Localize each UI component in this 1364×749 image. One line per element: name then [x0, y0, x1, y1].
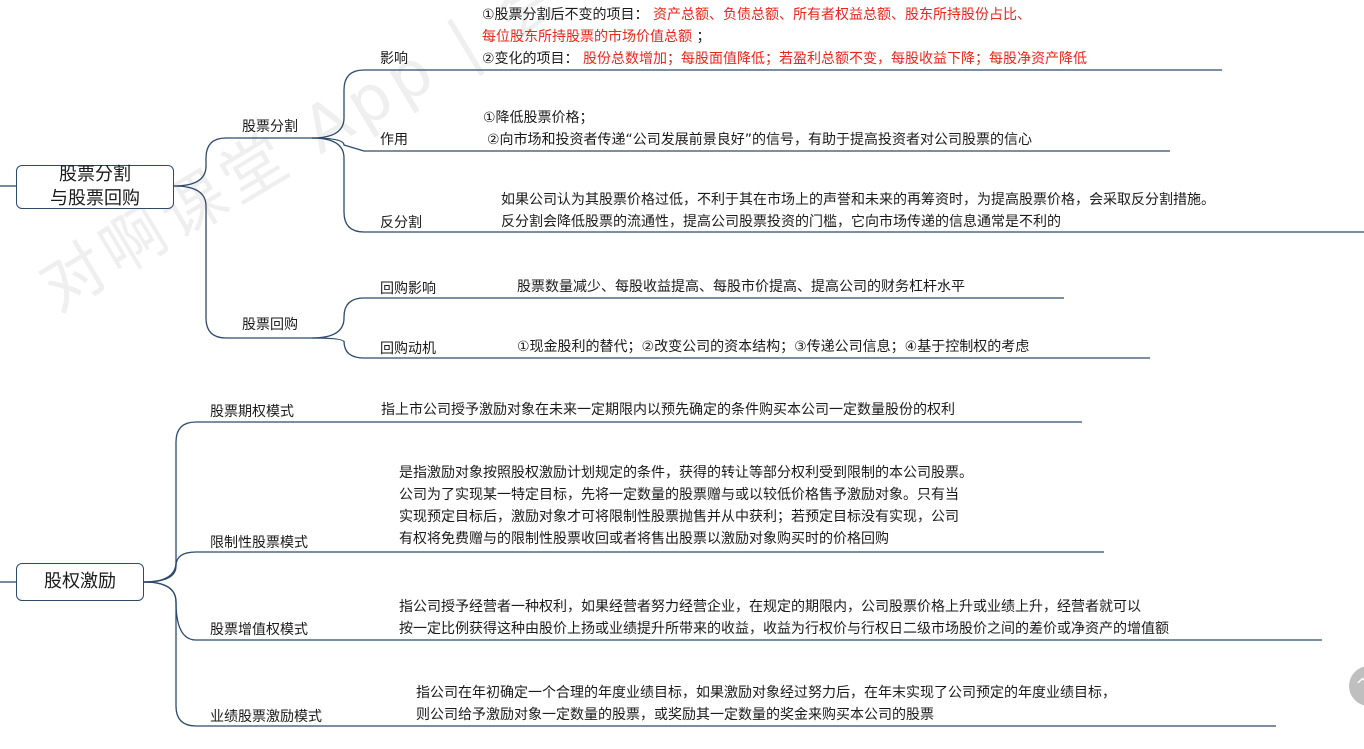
buyback-impact-text: 股票数量减少、每股收益提高、每股市价提高、提高公司的财务杠杆水平	[517, 279, 965, 295]
split-role-text: ①降低股票价格； ②向市场和投资者传递“公司发展前景良好”的信号，有助于提高投资…	[483, 107, 1032, 151]
node-restricted-stock-mode[interactable]: 限制性股票模式	[210, 535, 308, 551]
node-reverse-split[interactable]: 反分割	[380, 215, 422, 231]
performance-stock-line1: 指公司在年初确定一个合理的年度业绩目标，如果激励对象经过努力后，在年末实现了公司…	[416, 685, 1116, 701]
performance-stock-text: 指公司在年初确定一个合理的年度业绩目标，如果激励对象经过努力后，在年末实现了公司…	[416, 682, 1116, 726]
stock-option-text: 指上市公司授予激励对象在未来一定期限内以预先确定的条件购买本公司一定数量股份的权…	[381, 402, 955, 418]
root-node-stock-split-buyback[interactable]: 股票分割 与股票回购	[16, 164, 174, 209]
performance-stock-line2: 则公司给予激励对象一定数量的股票，或奖励其一定数量的奖金来购买本公司的股票	[416, 707, 934, 723]
restricted-stock-line3: 实现预定目标后，激励对象才可将限制性股票抛售并从中获利；若预定目标没有实现，公司	[399, 509, 959, 525]
root-node-label: 股权激励	[44, 571, 116, 592]
restricted-stock-line4: 有权将免费赠与的限制性股票收回或者将售出股票以激励对象购买时的价格回购	[399, 531, 889, 547]
node-split-role[interactable]: 作用	[380, 132, 408, 148]
node-split-impact[interactable]: 影响	[380, 51, 408, 67]
stock-appreciation-line1: 指公司授予经营者一种权利，如果经营者努力经营企业，在规定的期限内，公司股票价格上…	[399, 599, 1141, 615]
restricted-stock-text: 是指激励对象按照股权激励计划规定的条件，获得的转让等部分权利受到限制的本公司股票…	[399, 462, 973, 550]
reverse-split-line2: 反分割会降低股票的流通性，提高公司股票投资的门槛，它向市场传递的信息通常是不利的	[501, 214, 1061, 230]
split-role-line2: ②向市场和投资者传递“公司发展前景良好”的信号，有助于提高投资者对公司股票的信心	[487, 132, 1033, 148]
restricted-stock-line2: 公司为了实现某一特定目标，先将一定数量的股票赠与或以较低价格售予激励对象。只有当	[399, 487, 959, 503]
stock-appreciation-line2: 按一定比例获得这种由股价上扬或业绩提升所带来的收益，收益为行权价与行权日二级市场…	[399, 621, 1169, 637]
node-buyback-impact[interactable]: 回购影响	[380, 281, 436, 297]
node-stock-option-mode[interactable]: 股票期权模式	[210, 404, 294, 420]
split-impact-text: ①股票分割后不变的项目： 资产总额、负债总额、所有者权益总额、股东所持股份占比、…	[482, 4, 1087, 70]
restricted-stock-line1: 是指激励对象按照股权激励计划规定的条件，获得的转让等部分权利受到限制的本公司股票…	[399, 465, 973, 481]
node-performance-stock-mode[interactable]: 业绩股票激励模式	[210, 709, 322, 725]
stock-appreciation-text: 指公司授予经营者一种权利，如果经营者努力经营企业，在规定的期限内，公司股票价格上…	[399, 596, 1169, 640]
scroll-top-icon[interactable]: ^	[1349, 666, 1364, 706]
reverse-split-text: 如果公司认为其股票价格过低，不利于其在市场上的声誉和未来的再筹资时，为提高股票价…	[501, 189, 1215, 233]
split-role-line1: ①降低股票价格；	[483, 110, 594, 126]
reverse-split-line1: 如果公司认为其股票价格过低，不利于其在市场上的声誉和未来的再筹资时，为提高股票价…	[501, 192, 1215, 208]
node-stock-appreciation-mode[interactable]: 股票增值权模式	[210, 622, 308, 638]
node-stock-split[interactable]: 股票分割	[242, 119, 298, 135]
split-impact-line1: ①股票分割后不变的项目： 资产总额、负债总额、所有者权益总额、股东所持股份占比、	[482, 7, 1032, 23]
split-impact-line2: 每位股东所持股票的市场价值总额 ；	[482, 29, 711, 45]
node-stock-buyback[interactable]: 股票回购	[242, 317, 298, 333]
root-node-line1: 股票分割	[59, 164, 131, 185]
split-impact-line3: ②变化的项目： 股份总数增加；每股面值降低；若盈利总额不变，每股收益下降；每股净…	[482, 51, 1088, 67]
buyback-motive-text: ①现金股利的替代；②改变公司的资本结构；③传递公司信息；④基于控制权的考虑	[517, 339, 1030, 355]
root-node-equity-incentive[interactable]: 股权激励	[16, 563, 144, 601]
node-buyback-motive[interactable]: 回购动机	[380, 341, 436, 357]
root-node-line2: 与股票回购	[50, 188, 140, 209]
